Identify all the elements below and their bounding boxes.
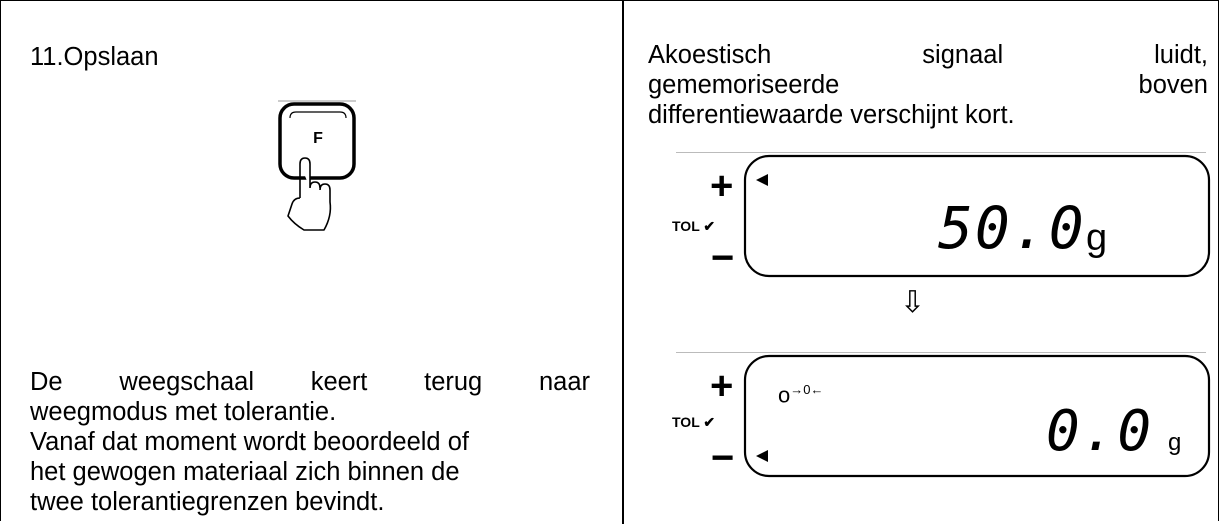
column-divider xyxy=(622,0,624,524)
display-panel-1: + TOL ✔ − 50.0 g xyxy=(668,152,1216,282)
weight-value: 0.0 xyxy=(1046,399,1154,464)
evaluation-line-3: twee tolerantiegrenzen bevindt. xyxy=(30,488,385,516)
weight-value: 50.0 xyxy=(938,194,1086,262)
evaluation-line-1: Vanaf dat moment wordt beoordeeld of xyxy=(30,428,469,456)
check-icon: ✔ xyxy=(699,414,716,430)
evaluation-paragraph: Vanaf dat moment wordt beoordeeld of het… xyxy=(30,427,590,517)
zero-indicator: o→0← xyxy=(778,378,823,407)
weight-unit: g xyxy=(1086,217,1108,259)
stability-arrow-icon xyxy=(756,174,768,186)
minus-sign: − xyxy=(711,436,735,480)
stability-arrow-icon xyxy=(756,450,768,462)
tol-label: TOL ✔ xyxy=(672,218,716,234)
lcd-frame xyxy=(743,154,1211,278)
display-panel-2: + TOL ✔ − o→0← 0.0 g xyxy=(668,352,1216,482)
tol-label: TOL ✔ xyxy=(672,414,716,430)
check-icon: ✔ xyxy=(699,218,716,234)
weight-unit: g xyxy=(1168,429,1182,456)
return-line-2: weegmodus met tolerantie. xyxy=(30,398,337,426)
plus-sign: + xyxy=(710,364,734,408)
lcd-frame xyxy=(743,354,1211,478)
signal-line-2: gememoriseerde boven xyxy=(648,71,1208,99)
zero-circle-icon: o xyxy=(778,382,791,408)
signal-line-1: Akoestisch signaal luidt, xyxy=(648,41,1208,69)
return-paragraph: De weegschaal keert terug naar weegmodus… xyxy=(30,367,590,427)
signal-description: Akoestisch signaal luidt, gememoriseerde… xyxy=(648,40,1208,130)
minus-sign: − xyxy=(711,236,735,280)
signal-line-3: differentiewaarde verschijnt kort. xyxy=(648,101,1015,129)
evaluation-line-2: het gewogen materiaal zich binnen de xyxy=(30,458,460,486)
step-title: 11.Opslaan xyxy=(30,43,159,71)
f-key-press-icon: F xyxy=(278,100,356,231)
transition-arrow-icon: ⇩ xyxy=(900,285,926,320)
key-label: F xyxy=(313,130,323,147)
return-line-1: De weegschaal keert terug naar xyxy=(30,368,590,396)
plus-sign: + xyxy=(710,164,734,208)
zero-indicator-label: →0← xyxy=(790,382,824,397)
